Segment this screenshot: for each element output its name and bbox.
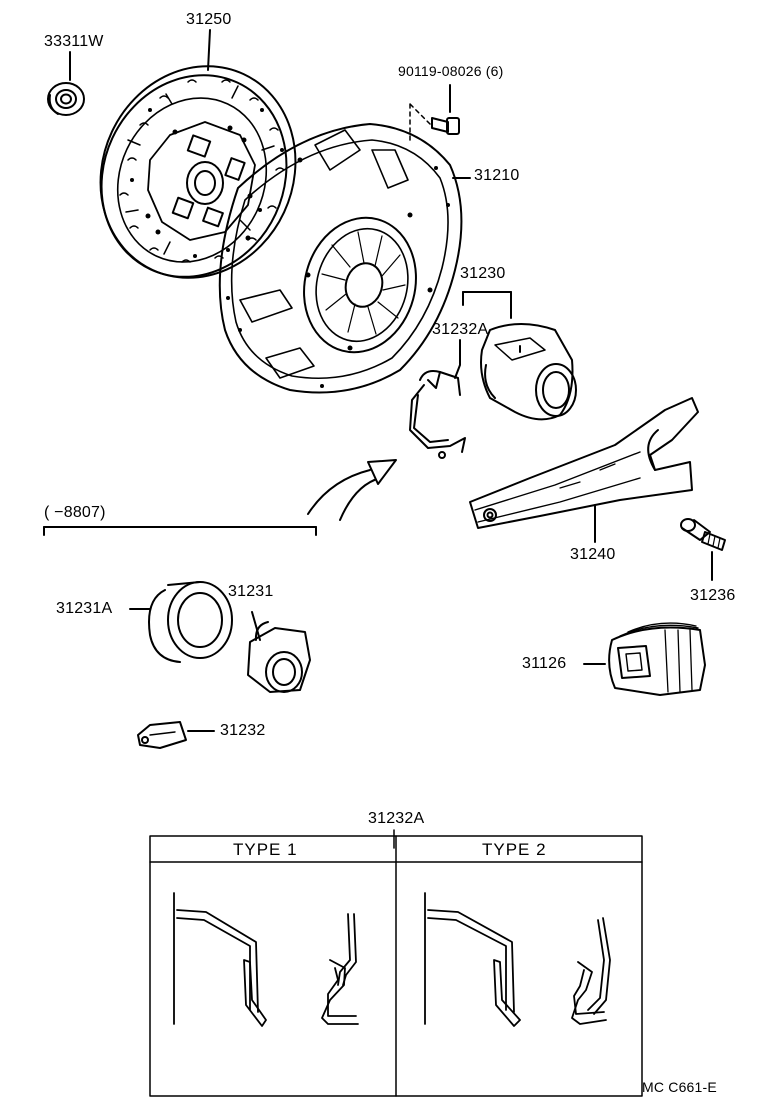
boot-31126 <box>583 622 706 696</box>
label-8807: ( −8807) <box>44 504 106 521</box>
label-31240: 31240 <box>570 546 616 563</box>
table-title: 31232A <box>368 810 425 827</box>
model-range-bracket <box>43 526 317 536</box>
label-31230: 31230 <box>460 265 506 282</box>
type-1-clip-drawings <box>173 892 359 1027</box>
table-col-type-1: TYPE 1 <box>233 840 298 859</box>
label-31236: 31236 <box>690 587 736 604</box>
bearing-33311w <box>47 51 85 116</box>
label-31210: 31210 <box>474 167 520 184</box>
pressure-plate-31210 <box>218 123 471 394</box>
table-col-type-2: TYPE 2 <box>482 840 547 859</box>
release-bearing-31230 <box>462 291 577 421</box>
clutch-disc-31250 <box>99 29 297 279</box>
label-90119: 90119-08026 (6) <box>398 63 504 79</box>
assembly-arrow <box>307 459 397 521</box>
label-31231: 31231 <box>228 583 274 600</box>
clip-31232a <box>409 339 466 459</box>
hub-31231 <box>247 611 311 693</box>
release-fork-31240 <box>469 397 699 543</box>
label-31126: 31126 <box>522 655 567 672</box>
footer-code: MC C661-E <box>642 1079 717 1095</box>
clip-31232 <box>137 721 215 749</box>
pivot-31236 <box>680 518 726 581</box>
label-33311w: 33311W <box>44 33 104 50</box>
bearing-31231a <box>129 581 233 663</box>
type-2-clip-drawings <box>424 892 611 1027</box>
label-31232a: 31232A <box>432 321 489 338</box>
label-31250: 31250 <box>186 11 232 28</box>
detail-table <box>149 829 643 1097</box>
label-31232: 31232 <box>220 722 266 739</box>
bolt-90119 <box>409 84 460 143</box>
label-31231a: 31231A <box>56 600 113 617</box>
